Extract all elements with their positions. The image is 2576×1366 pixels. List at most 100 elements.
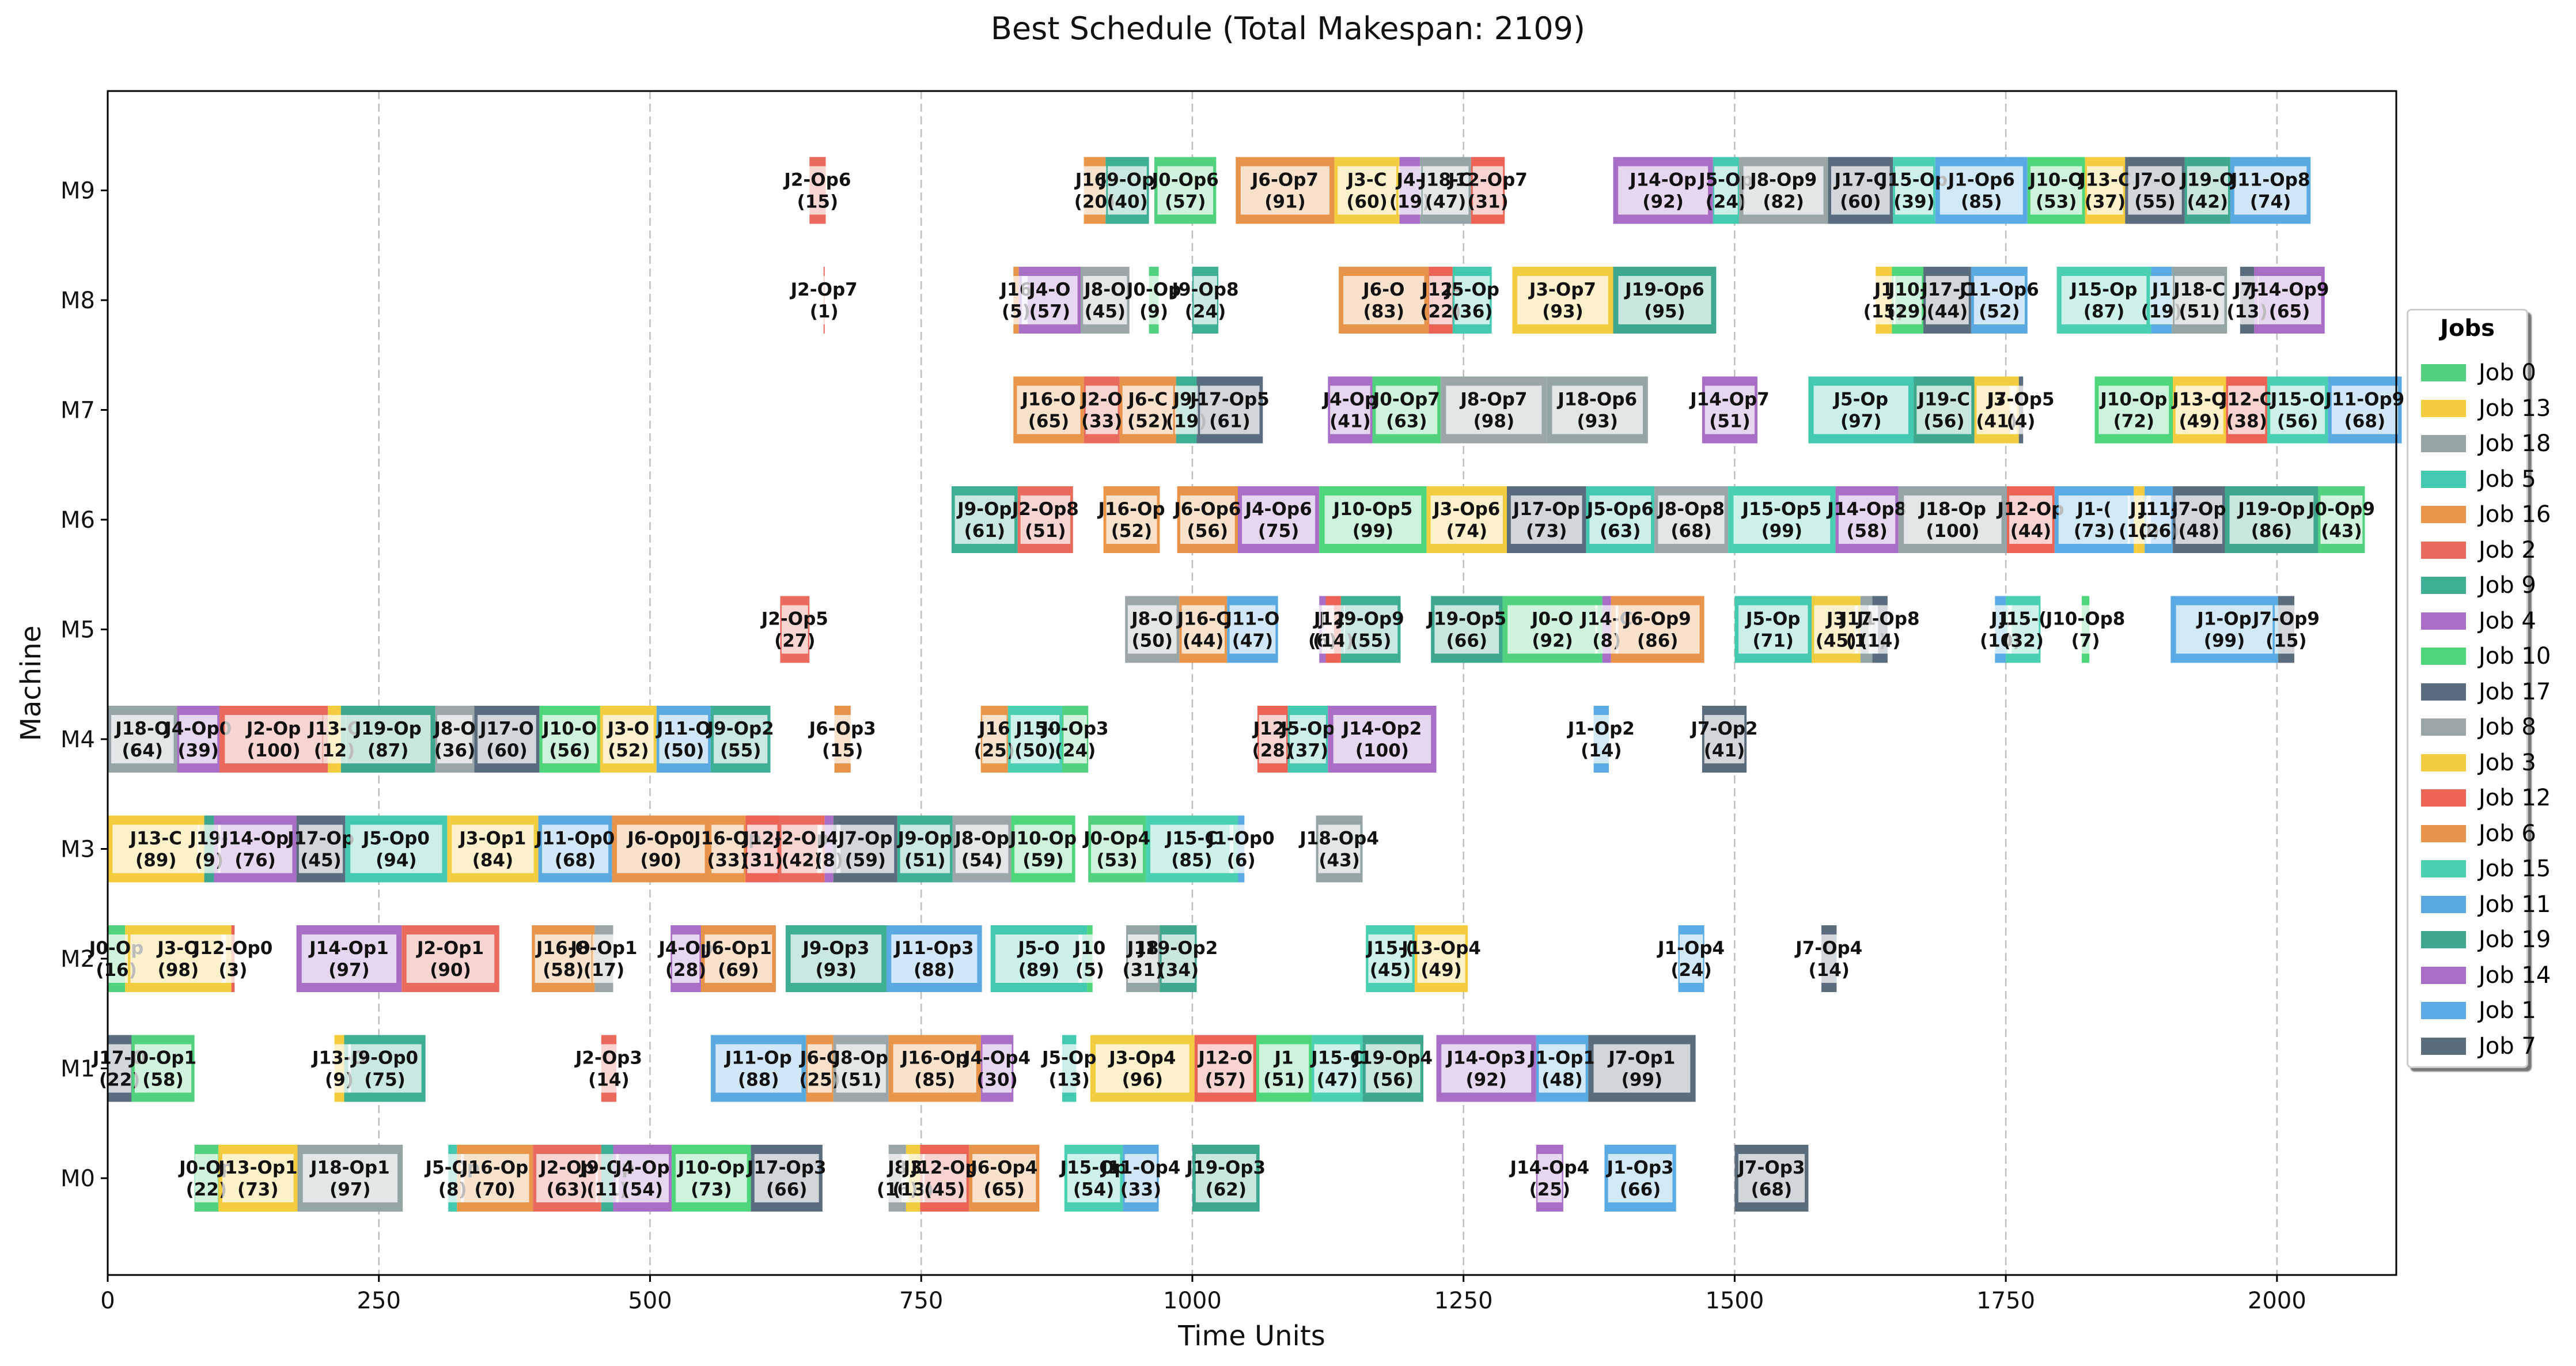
operation-label-bg xyxy=(225,715,323,763)
operation-duration: (29) xyxy=(1887,301,1928,322)
operation-label: J0-Op9 xyxy=(2307,499,2375,520)
operation-duration: (85) xyxy=(1171,850,1212,871)
operation-duration: (52) xyxy=(1111,521,1152,542)
operation-label: J19-Op2 xyxy=(1138,938,1218,959)
operation-label: J1 xyxy=(1990,609,2010,630)
operation-label: J15- xyxy=(1014,718,1055,739)
operation-label: J14-Op3 xyxy=(1445,1048,1526,1069)
operation-duration: (38) xyxy=(2226,411,2267,432)
operation-label-bg xyxy=(1078,934,1102,983)
operation-label: J6-O xyxy=(1362,279,1404,300)
operation-label-bg xyxy=(541,824,609,873)
operation-duration: (65) xyxy=(1028,411,1069,432)
machine-label-m0: M0 xyxy=(60,1166,95,1192)
legend-item-j2: Job 2 xyxy=(2421,533,2536,567)
operation-label-bg xyxy=(1194,276,1217,324)
operation-duration: (15) xyxy=(797,192,838,213)
operation-label-bg xyxy=(1142,276,1166,324)
operation-label-bg xyxy=(1368,934,1412,983)
y-axis-label: Machine xyxy=(15,626,47,741)
operation-duration: (7) xyxy=(2071,631,2100,652)
machine-label-m8: M8 xyxy=(60,287,95,314)
operation-duration: (85) xyxy=(1961,192,2002,213)
operation-duration: (85) xyxy=(914,1070,955,1091)
operation-duration: (92) xyxy=(1465,1070,1506,1091)
operation-label: J14-Op7 xyxy=(1689,389,1770,410)
operation-label-bg xyxy=(2229,495,2314,544)
operation-label: J9-Op xyxy=(897,828,953,849)
operation-label: J2-Op1 xyxy=(416,938,484,959)
x-tick-label: 1250 xyxy=(1434,1288,1493,1314)
operation-label: J2-Op xyxy=(539,1157,594,1178)
operation-label: J17-C xyxy=(1833,170,1886,191)
operation-label: J12- xyxy=(1252,718,1293,739)
operation-duration: (65) xyxy=(2269,301,2310,322)
operation-duration: (92) xyxy=(1642,192,1683,213)
operation-duration: (66) xyxy=(1446,631,1487,652)
operation-label: J6-Op0 xyxy=(626,828,694,849)
operation-label: J11-O xyxy=(1224,609,1279,630)
operation-label: J1 xyxy=(1873,279,1893,300)
operation-label-bg xyxy=(2187,166,2228,215)
operation-duration: (52) xyxy=(1127,411,1168,432)
operation-label: J1-Op6 xyxy=(1947,170,2015,191)
operation-label-bg xyxy=(1893,276,1922,324)
operation-label: J17-Op3 xyxy=(746,1157,827,1178)
operation-label-bg xyxy=(441,1154,464,1202)
operation-label: J11-Op8 xyxy=(2230,170,2310,191)
operation-label: J15-( xyxy=(1998,609,2047,630)
operation-label-bg xyxy=(1376,385,1438,434)
operation-duration: (30) xyxy=(976,1070,1017,1091)
legend-item-j3: Job 3 xyxy=(2421,746,2536,780)
operation-duration: (32) xyxy=(2003,631,2044,652)
operation-label: J5-Op0 xyxy=(362,828,430,849)
operation-label-bg xyxy=(831,715,854,763)
operation-label-bg xyxy=(1916,385,1972,434)
operation-duration: (49) xyxy=(2179,411,2220,432)
operation-duration: (33) xyxy=(707,850,748,871)
legend-label: Job 1 xyxy=(2479,997,2536,1024)
operation-label-bg xyxy=(2061,276,2147,324)
operation-label: J18-O xyxy=(114,718,169,739)
operation-duration: (54) xyxy=(622,1179,663,1200)
operation-label-bg xyxy=(2128,166,2182,215)
operation-label-bg xyxy=(1091,824,1143,873)
operation-label: J6-Op3 xyxy=(808,718,876,739)
operation-label-bg xyxy=(781,605,808,654)
operation-label-bg xyxy=(1020,495,1071,544)
operation-duration: (13) xyxy=(1048,1070,1089,1091)
operation-label: J12-Op xyxy=(910,1157,978,1178)
operation-label: J18-Op4 xyxy=(1298,828,1379,849)
operation-duration: (56) xyxy=(2277,411,2318,432)
operation-duration: (44) xyxy=(1183,631,1223,652)
legend-swatch xyxy=(2421,860,2466,877)
operation-label-bg xyxy=(1608,1154,1673,1202)
operation-label-bg xyxy=(1290,715,1326,763)
operation-label-bg xyxy=(893,1044,976,1093)
operation-label-bg xyxy=(218,824,293,873)
operation-duration: (39) xyxy=(177,740,218,761)
operation-duration: (52) xyxy=(608,740,649,761)
operation-label: J5-Op xyxy=(1444,279,1499,300)
operation-label: J7-Op xyxy=(2170,499,2226,520)
operation-label: J3-Op4 xyxy=(1108,1048,1176,1069)
operation-duration: (22) xyxy=(99,1070,140,1091)
operation-label-bg xyxy=(1314,1044,1361,1093)
operation-duration: (45) xyxy=(924,1179,965,1200)
operation-label-bg xyxy=(1926,276,1969,324)
operation-duration: (14) xyxy=(1581,740,1622,761)
x-tick-label: 1500 xyxy=(1706,1288,1764,1314)
operation-label: J1-Op1 xyxy=(1528,1048,1596,1069)
operation-label: J7-Op5 xyxy=(1986,389,2054,410)
operation-label-bg xyxy=(301,934,397,983)
operation-duration: (44) xyxy=(1927,301,1968,322)
operation-label: J2-Op xyxy=(245,718,301,739)
operation-label: J19-Op xyxy=(2237,499,2305,520)
operation-duration: (49) xyxy=(1420,960,1461,981)
operation-label: J11-Op xyxy=(724,1048,792,1069)
operation-label-bg xyxy=(1242,495,1316,544)
operation-duration: (98) xyxy=(158,960,199,981)
operation-duration: (55) xyxy=(2134,192,2175,213)
operation-duration: (68) xyxy=(1670,521,1711,542)
operation-label: J0-Op4 xyxy=(1082,828,1150,849)
